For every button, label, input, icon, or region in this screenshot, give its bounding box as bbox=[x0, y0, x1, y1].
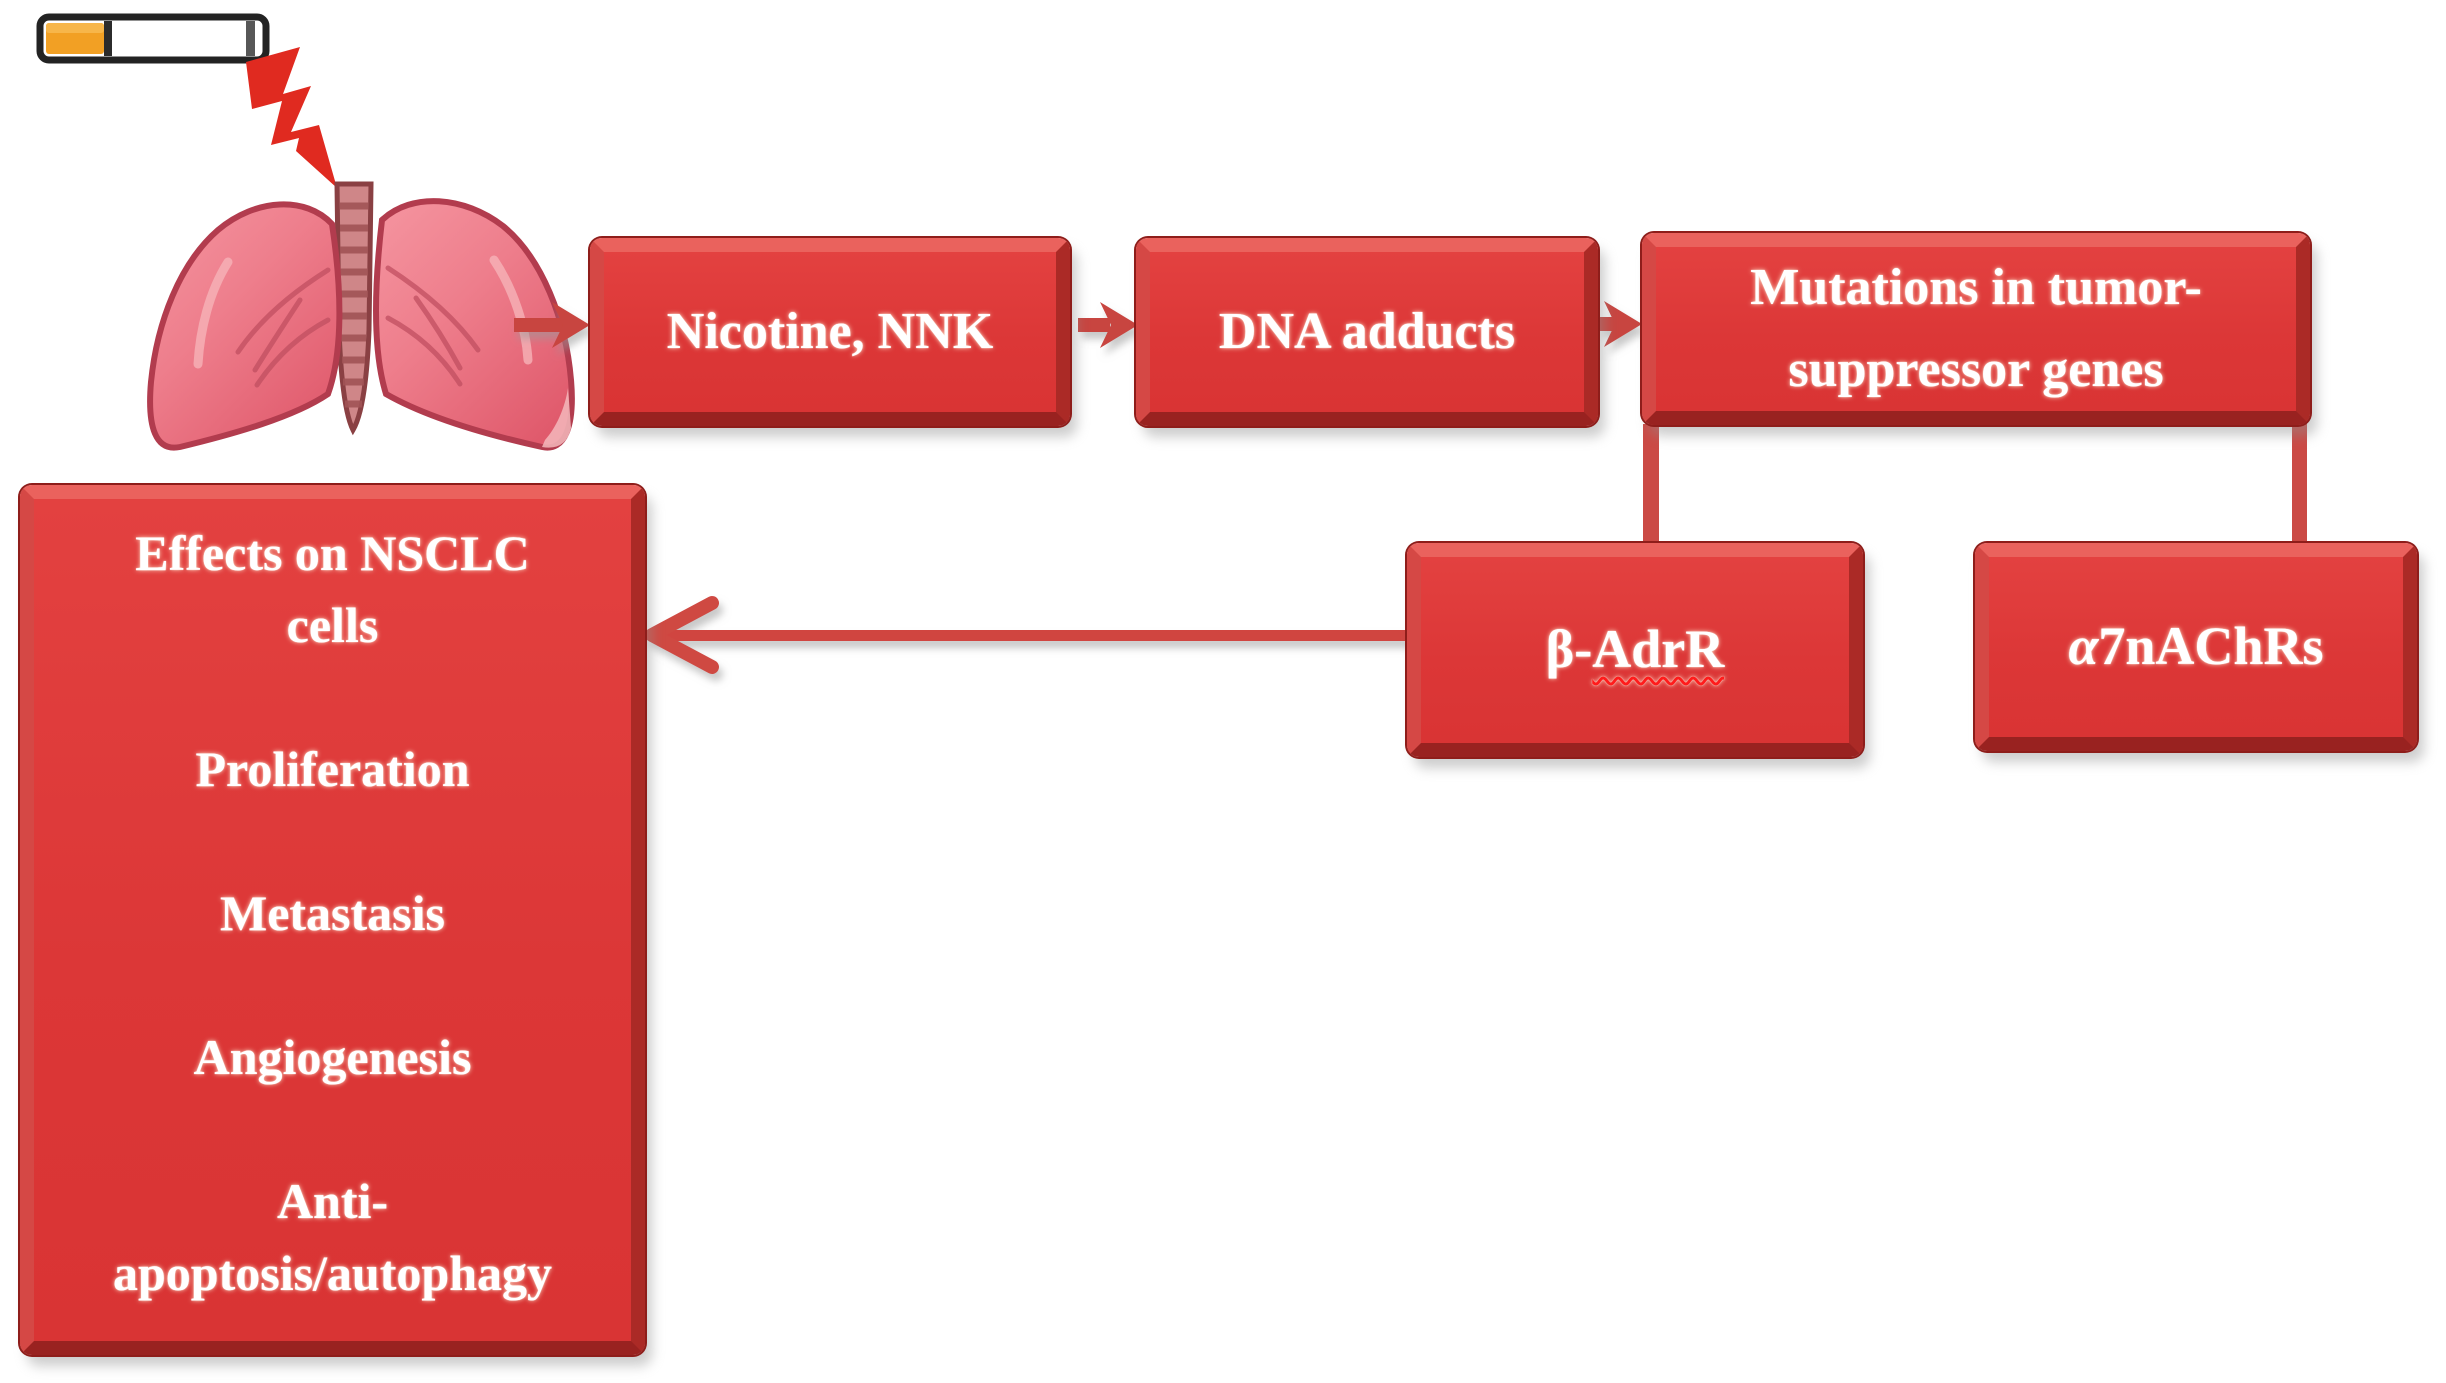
edge-lungs-to-nicotine-arrow bbox=[514, 302, 590, 348]
effects-item-proliferation: Proliferation bbox=[195, 741, 470, 797]
lungs-icon bbox=[147, 181, 575, 451]
node-tumor-suppressor-mutations: Mutations in tumor- suppressor genes bbox=[1642, 233, 2310, 425]
node-alpha7-nachrs: α7nAChRs bbox=[1975, 543, 2417, 751]
effects-item-anti-apoptosis: Anti- apoptosis/autophagy bbox=[112, 1173, 553, 1301]
node-beta-adrr: β-AdrR bbox=[1407, 543, 1863, 757]
node-beta-adrr-label: β-AdrR bbox=[1546, 607, 1724, 692]
effects-title: Effects on NSCLC cells bbox=[135, 525, 530, 653]
node-nicotine-nnk: Nicotine, NNK bbox=[590, 238, 1070, 426]
node-alpha7-nachrs-label: α7nAChRs bbox=[2069, 604, 2324, 689]
cigarette-icon bbox=[36, 13, 270, 64]
effects-item-angiogenesis: Angiogenesis bbox=[193, 1029, 472, 1085]
edge-dna-to-mutations-arrow bbox=[1600, 301, 1642, 347]
node-dna-adducts: DNA adducts bbox=[1136, 238, 1598, 426]
effects-item-metastasis: Metastasis bbox=[220, 885, 445, 941]
edge-badrr-to-effects-arrow bbox=[645, 596, 1407, 674]
edge-mutations-to-badrr-line bbox=[1643, 424, 1659, 546]
node-effects-on-nsclc: Effects on NSCLC cells Proliferation Met… bbox=[20, 485, 645, 1355]
beta-prefix: β- bbox=[1545, 619, 1593, 680]
nachrs-text: 7nAChRs bbox=[2098, 616, 2324, 677]
lightning-bolt-icon bbox=[246, 47, 337, 188]
node-nicotine-nnk-label: Nicotine, NNK bbox=[666, 302, 994, 360]
node-dna-adducts-label: DNA adducts bbox=[1218, 302, 1516, 360]
alpha-glyph: α bbox=[2068, 616, 2099, 677]
edge-nicotine-to-dna-arrow bbox=[1078, 302, 1138, 348]
node-tumor-suppressor-mutations-label: Mutations in tumor- suppressor genes bbox=[1750, 258, 2202, 398]
edge-mutations-to-a7-line bbox=[2292, 418, 2307, 546]
adrr-text: AdrR bbox=[1592, 619, 1725, 680]
